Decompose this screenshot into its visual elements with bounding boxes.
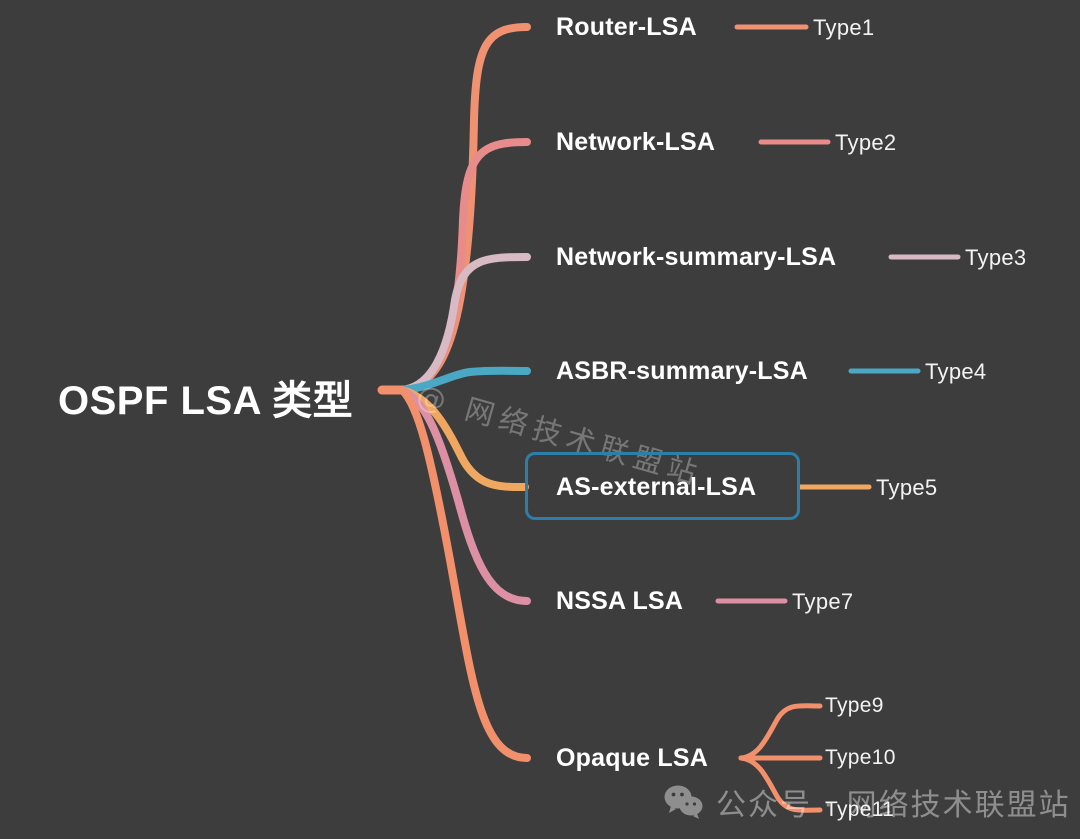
topic-router-lsa[interactable]: Router-LSA <box>556 13 697 41</box>
topic-as-external-lsa[interactable]: AS-external-LSA <box>556 473 757 501</box>
wechat-icon <box>664 785 703 819</box>
selection-box-as-external-lsa[interactable] <box>525 452 800 520</box>
leaf-line-type9 <box>738 703 823 761</box>
leaf-type9[interactable]: Type9 <box>825 694 884 717</box>
bottom-watermark-text: 公众号 · 网络技术联盟站 <box>716 788 1071 823</box>
leaf-type7[interactable]: Type7 <box>792 589 854 614</box>
root-node-label[interactable]: OSPF LSA 类型 <box>58 379 354 423</box>
topic-network-lsa[interactable]: Network-LSA <box>556 128 716 156</box>
branch-line-opaque-lsa <box>398 386 531 762</box>
leaf-type4[interactable]: Type4 <box>925 359 987 384</box>
topic-nssa-lsa[interactable]: NSSA LSA <box>556 587 684 615</box>
branch-line-network-lsa <box>398 138 531 394</box>
leaf-type1[interactable]: Type1 <box>813 15 875 40</box>
topic-asbr-summary-lsa[interactable]: ASBR-summary-LSA <box>556 357 808 385</box>
leaf-type3[interactable]: Type3 <box>965 245 1027 270</box>
leaf-type10[interactable]: Type10 <box>825 746 896 769</box>
branch-line-router-lsa <box>398 23 531 394</box>
branch-line-network-summary-lsa <box>398 253 531 394</box>
leaf-type5[interactable]: Type5 <box>876 475 938 500</box>
topic-opaque-lsa[interactable]: Opaque LSA <box>556 744 709 772</box>
leaf-type2[interactable]: Type2 <box>835 130 897 155</box>
bottom-watermark: 公众号 · 网络技术联盟站 <box>664 780 1071 824</box>
leaf-type11[interactable]: Type11 <box>825 798 895 821</box>
topic-network-summary-lsa[interactable]: Network-summary-LSA <box>556 243 837 271</box>
